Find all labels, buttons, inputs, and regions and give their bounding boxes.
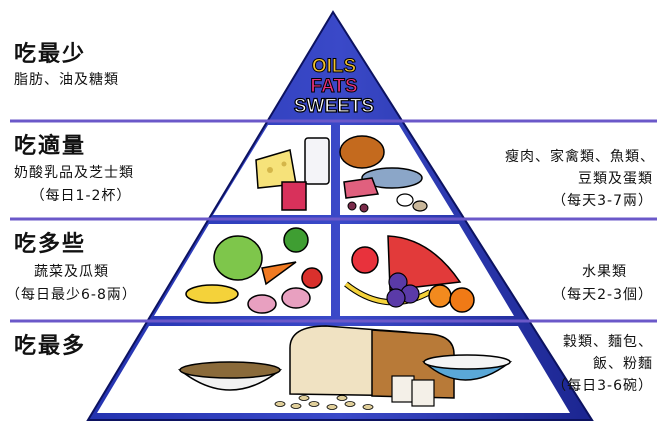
tier2-right-foods-1: 瘦肉、家禽類、魚類、 xyxy=(505,149,655,165)
fats-word: FATS xyxy=(310,76,357,97)
pyramid-shape xyxy=(86,10,594,421)
tier3-right-foods: 水果類 xyxy=(582,264,627,280)
tier3-heading: 吃多些 xyxy=(14,232,87,257)
tier4-serving: （每日3-6碗） xyxy=(552,378,653,394)
dairy-illustration xyxy=(255,137,330,211)
tier2-right-foods-2: 豆類及蛋類 xyxy=(578,171,653,187)
tier2-left-foods: 奶酸乳品及芝士類 xyxy=(14,165,134,181)
tier4-foods-1: 穀類、麵包、 xyxy=(563,334,653,350)
tier3-left-serving: （每日最少6-8兩） xyxy=(6,287,137,303)
meat-illustration xyxy=(339,135,428,213)
tier2-right-serving: （每天3-7兩） xyxy=(552,193,653,209)
grain-illustration xyxy=(177,325,513,410)
tier4-foods-2: 飯、粉麵 xyxy=(593,356,653,372)
fruit-illustration xyxy=(344,235,475,313)
tier3-right-serving: （每天2-3個） xyxy=(552,287,653,303)
tier1-heading: 吃最少 xyxy=(14,42,87,67)
tier1-foods: 脂肪、油及糖類 xyxy=(14,72,119,88)
tier4-heading: 吃最多 xyxy=(14,334,87,359)
oils-word: OILS xyxy=(312,56,356,77)
tier2-heading: 吃適量 xyxy=(14,134,87,159)
tier2-left-serving: （每日1-2杯） xyxy=(30,188,132,204)
sweets-word: SWEETS xyxy=(294,96,374,117)
vegetable-illustration xyxy=(185,227,323,314)
apex-words: OILS FATS SWEETS xyxy=(293,56,374,118)
tier3-left-foods: 蔬菜及瓜類 xyxy=(34,264,109,280)
